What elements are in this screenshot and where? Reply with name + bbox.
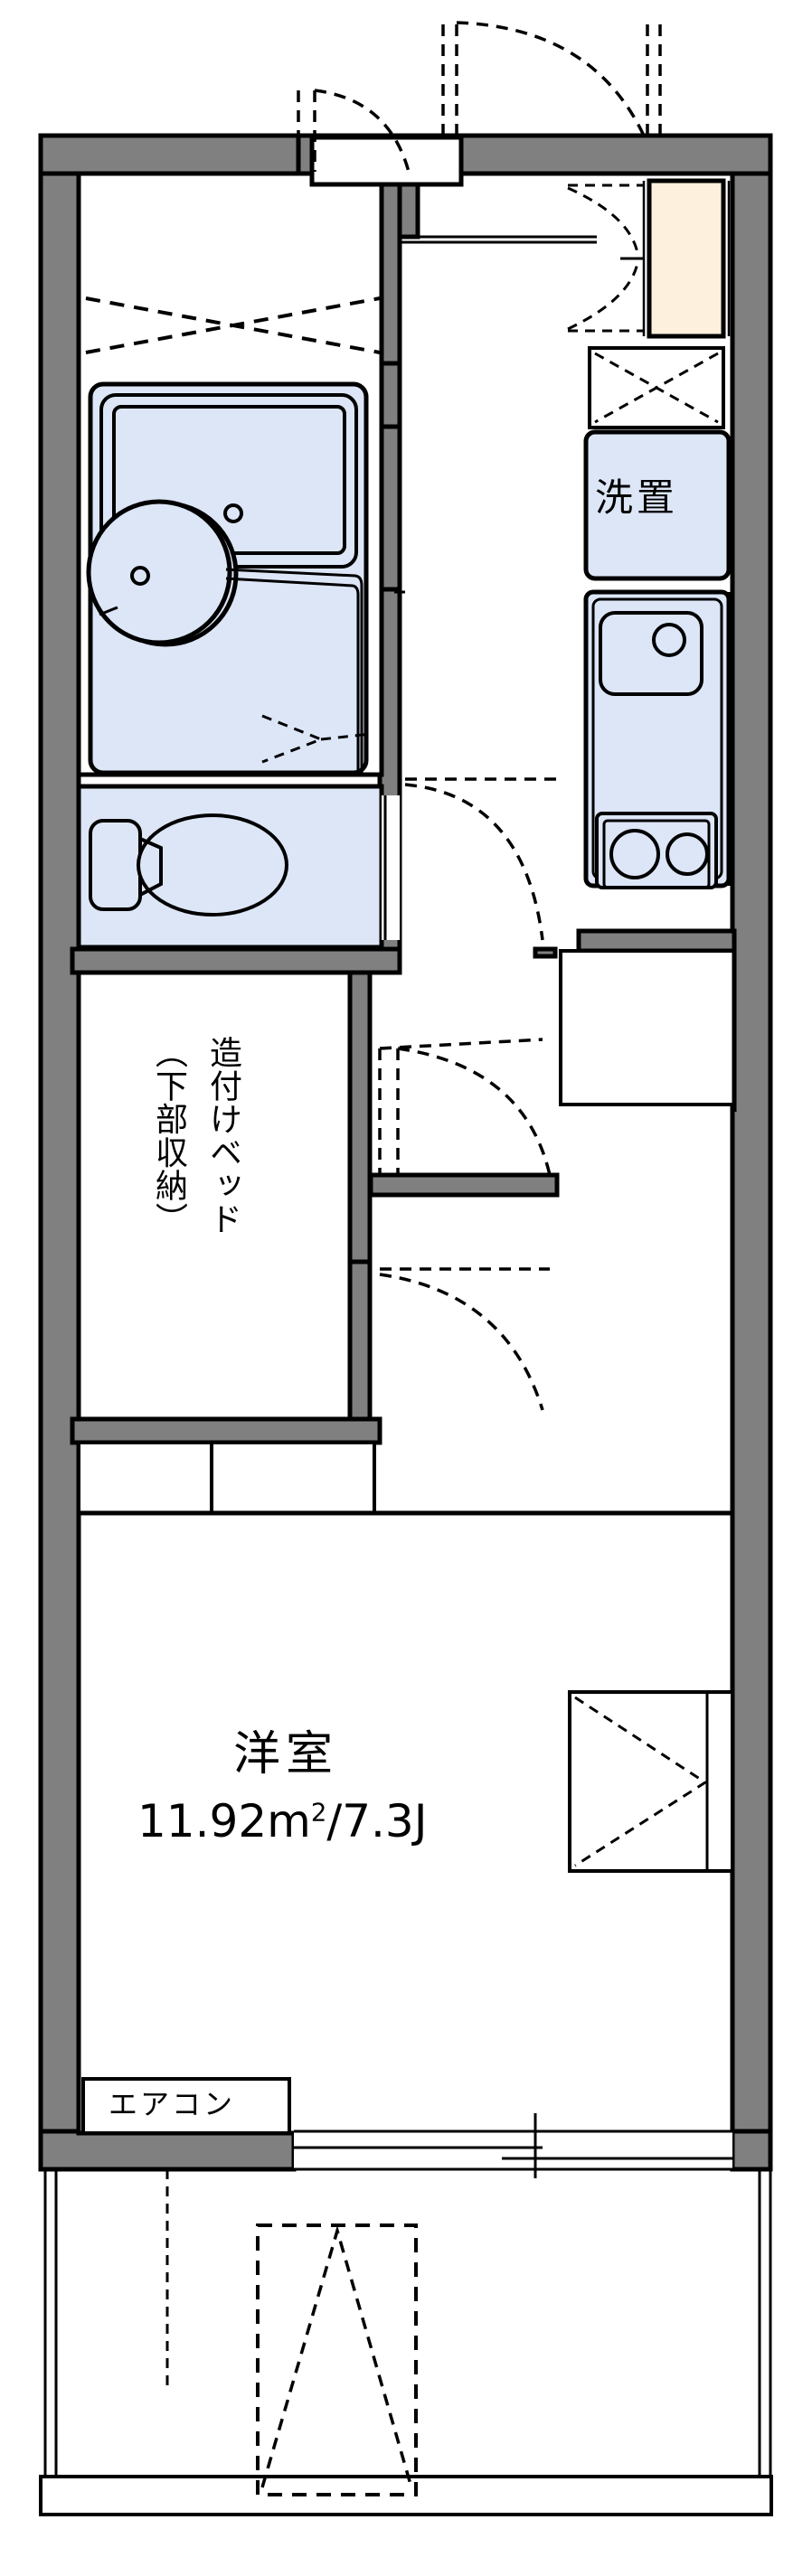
air-conditioner-unit <box>81 2077 291 2135</box>
washer-space-fixture <box>583 429 732 581</box>
entrance-door <box>567 178 731 339</box>
entrance-door-head <box>309 135 464 187</box>
area-number: 11.92m <box>137 1795 311 1847</box>
room-entry-door <box>368 1038 560 1198</box>
balcony-sliding-door <box>294 2113 732 2178</box>
bath-door-swing <box>404 777 561 941</box>
entrance-exterior-swing <box>441 21 662 136</box>
air-conditioner-label: エアコン <box>109 2087 236 2121</box>
built-in-bed-label: 造付けベッド <box>204 1036 241 1236</box>
kitchen-unit <box>583 589 732 889</box>
area-tail: /7.3J <box>326 1795 428 1847</box>
unit-bath-fixture <box>86 381 372 776</box>
washer-space-label: 洗置 <box>595 475 679 520</box>
bed-lower-cabinets <box>77 1441 376 1515</box>
built-in-bed-area <box>70 970 382 1445</box>
hall-closet <box>559 949 736 1106</box>
lower-storage-label: （下部収納） <box>150 1036 187 1236</box>
toilet-fixture <box>89 813 288 917</box>
main-room-name-label: 洋室 <box>233 1727 339 1782</box>
shoe-box-storage <box>588 346 725 429</box>
bath-top-door-swing <box>297 89 411 173</box>
bath-ceiling-hatch <box>85 296 381 354</box>
main-room-area-label: 11.92m2/7.3J <box>137 1799 427 1844</box>
corridor-sliding-door <box>379 1267 550 1411</box>
balcony <box>39 2169 773 2516</box>
area-superscript: 2 <box>310 1798 327 1828</box>
hall-partitions <box>400 235 737 959</box>
window-right-wall <box>568 1690 734 1873</box>
